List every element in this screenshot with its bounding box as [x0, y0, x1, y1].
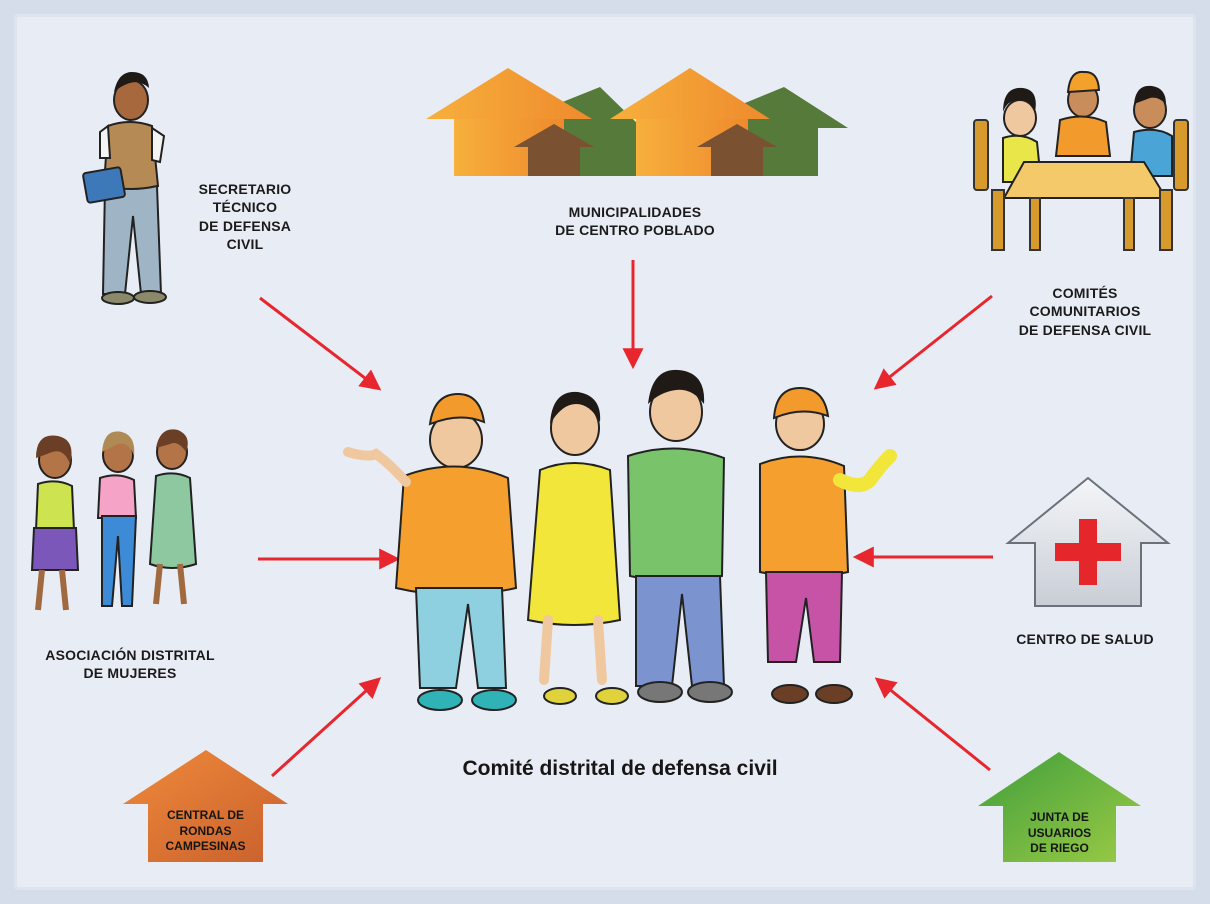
label-line: CENTRO DE SALUD: [1016, 631, 1154, 647]
label-line: CENTRAL DE: [166, 808, 245, 822]
label-junta: JUNTA DE USUARIOS DE RIEGO: [1003, 810, 1116, 857]
label-asociacion: ASOCIACIÓN DISTRITAL DE MUJERES: [20, 646, 240, 683]
label-line: DE RIEGO: [1030, 841, 1089, 856]
label-line: TÉCNICO: [212, 199, 278, 216]
label-line: ASOCIACIÓN DISTRITAL: [45, 647, 215, 663]
standing-man-icon: [82, 72, 167, 305]
label-municipalidades: MUNICIPALIDADES DE CENTRO POBLADO: [520, 203, 750, 240]
label-line: JUNTA DE: [1030, 810, 1089, 824]
label-secretario: SECRETARIO TÉCNICO DE DEFENSA CIVIL: [170, 180, 320, 254]
label-line: DE DEFENSA CIVIL: [1018, 321, 1152, 338]
label-line: DE MUJERES: [83, 665, 177, 682]
label-line: MUNICIPALIDADES: [568, 204, 702, 220]
people-at-table-icon: [973, 70, 1189, 251]
committee-group-icon: [343, 369, 897, 711]
diagram-title: Comité distrital de defensa civil: [462, 757, 778, 780]
label-line: SECRETARIO: [198, 181, 292, 197]
label-line: COMITÉS: [1052, 285, 1118, 301]
arrow-rondas: [270, 677, 382, 778]
junta-house-icon: [978, 752, 1141, 862]
label-line: DE DEFENSA: [198, 217, 292, 234]
label-rondas: CENTRAL DE RONDAS CAMPESINAS: [148, 808, 263, 855]
rondas-house-icon: [123, 750, 288, 862]
label-line: RONDAS: [179, 823, 232, 838]
connection-arrows: [258, 260, 993, 778]
label-line: USUARIOS: [1027, 825, 1092, 840]
arrow-junta: [874, 677, 991, 772]
arrow-secretario: [259, 296, 382, 391]
three-women-icon: [30, 429, 198, 611]
arrow-comites: [873, 294, 993, 390]
label-line: CIVIL: [226, 236, 264, 253]
health-center-icon: [1005, 476, 1171, 607]
label-line: COMUNITARIOS: [1029, 303, 1141, 320]
label-centro-salud: CENTRO DE SALUD: [995, 630, 1175, 648]
houses-icon: [426, 68, 848, 176]
label-line: CAMPESINAS: [165, 839, 246, 854]
label-line: DE CENTRO POBLADO: [555, 222, 715, 239]
label-comites: COMITÉS COMUNITARIOS DE DEFENSA CIVIL: [995, 284, 1175, 339]
